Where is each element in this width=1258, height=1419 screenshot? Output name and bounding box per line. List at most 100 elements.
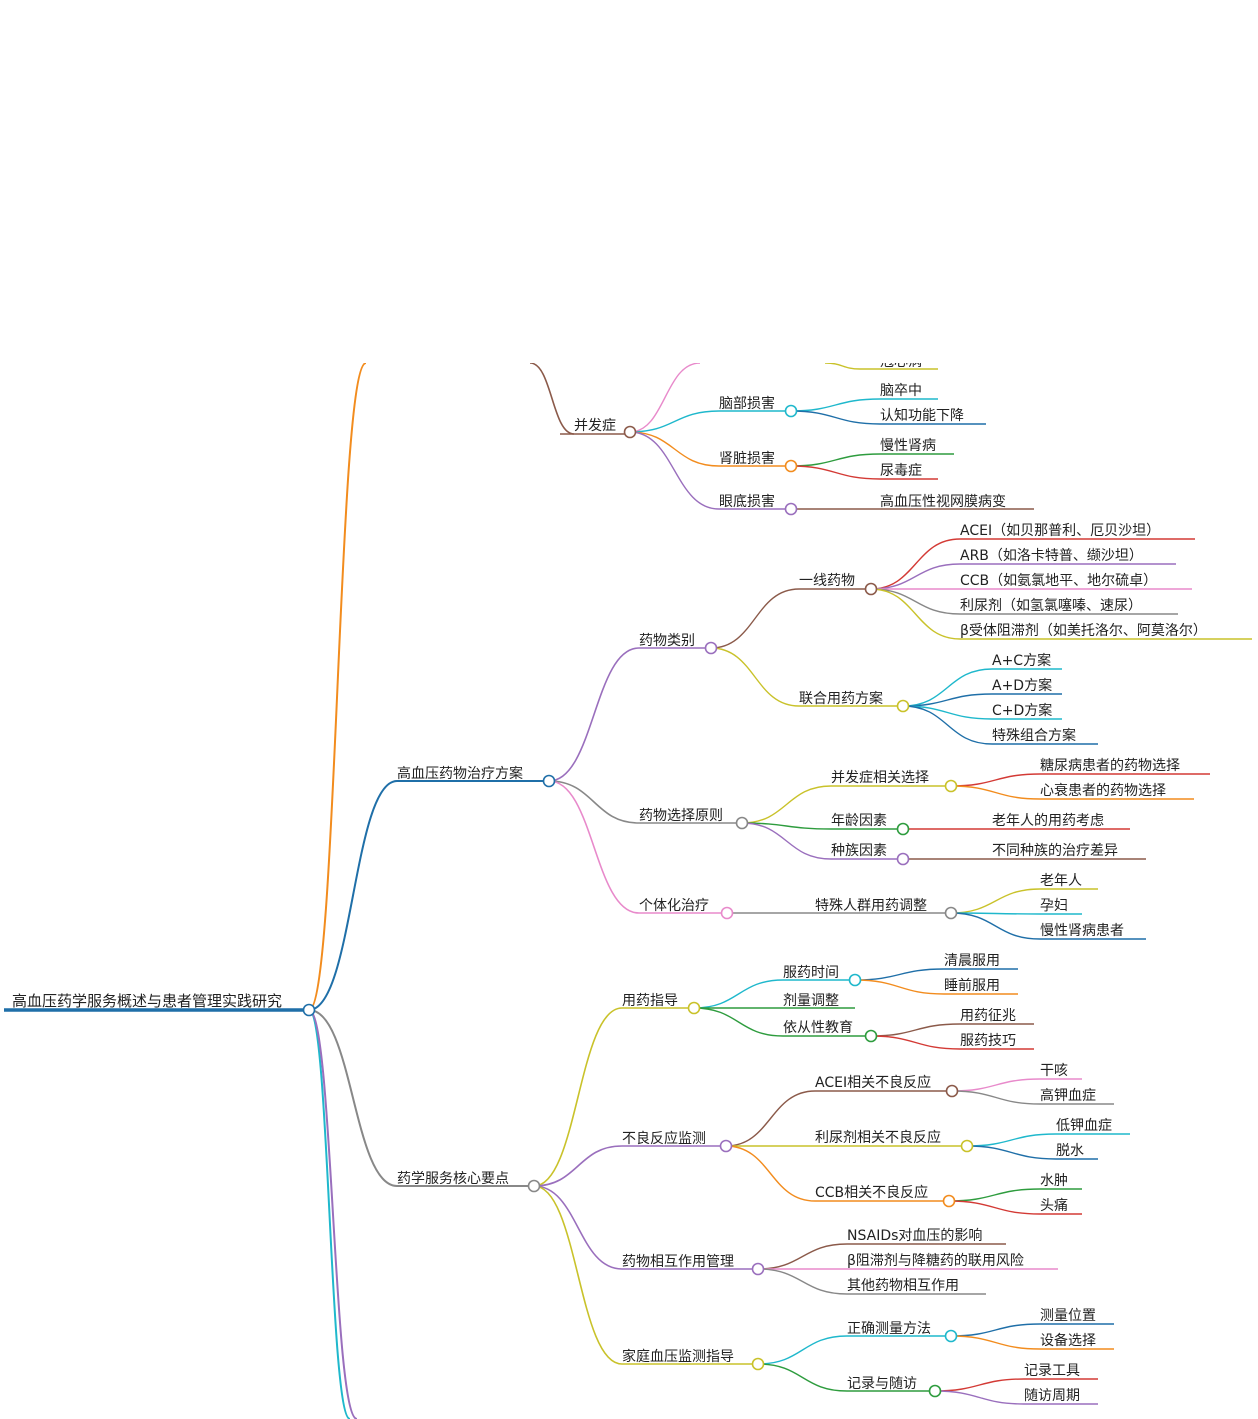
node-beta[interactable]: β受体阻滞剂（如美托洛尔、阿莫洛尔） (960, 623, 1207, 639)
node-diabetes-pt[interactable]: 糖尿病患者的药物选择 (1040, 758, 1180, 774)
morning-link (854, 968, 945, 981)
node-record[interactable]: 记录与随访 (847, 1376, 917, 1392)
node-drug-class[interactable]: 药物类别 (639, 633, 695, 649)
node-hypok[interactable]: 低钾血症 (1056, 1118, 1112, 1134)
root-node[interactable]: 高血压药学服务概述与患者管理实践研究 (12, 992, 282, 1010)
node-tools[interactable]: 记录工具 (1024, 1363, 1080, 1379)
node-hf-pt-label: 心衰患者的药物选择 (1040, 782, 1166, 799)
node-dose[interactable]: 剂量调整 (783, 993, 839, 1009)
race-dot[interactable] (896, 852, 910, 866)
node-acei[interactable]: ACEI（如贝那普利、厄贝沙坦） (960, 523, 1160, 539)
principle-dot[interactable] (735, 816, 749, 830)
node-kidney-damage[interactable]: 肾脏损害 (719, 451, 775, 467)
node-uremia[interactable]: 尿毒症 (880, 463, 922, 479)
node-hyperk[interactable]: 高钾血症 (1040, 1087, 1096, 1104)
node-timing[interactable]: 服药时间 (783, 965, 839, 981)
eye-dot[interactable] (784, 502, 798, 516)
kidney-dot[interactable] (784, 459, 798, 473)
special-group-dot[interactable] (944, 906, 958, 920)
node-arb[interactable]: ARB（如洛卡特普、缬沙坦） (960, 548, 1143, 564)
node-guide[interactable]: 用药指导 (622, 993, 678, 1009)
complication-dot[interactable] (623, 425, 637, 439)
node-race-diff[interactable]: 不同种族的治疗差异 (992, 843, 1118, 859)
node-elderly[interactable]: 老年人 (1040, 873, 1082, 889)
node-hf-pt[interactable]: 心衰患者的药物选择 (1040, 782, 1166, 799)
node-elderly-consider[interactable]: 老年人的用药考虑 (992, 813, 1104, 829)
node-position[interactable]: 测量位置 (1040, 1308, 1096, 1324)
node-other-inter[interactable]: 其他药物相互作用 (847, 1278, 959, 1294)
acei-ae-dot[interactable] (945, 1084, 959, 1098)
node-beta-diabetes[interactable]: β阻滞剂与降糖药的联用风险 (847, 1253, 1024, 1269)
node-principle[interactable]: 药物选择原则 (639, 808, 723, 824)
individual-dot[interactable] (720, 906, 734, 920)
measure-dot[interactable] (944, 1329, 958, 1343)
treatment-dot[interactable] (542, 774, 556, 788)
node-bedtime[interactable]: 睡前服用 (944, 977, 1000, 994)
node-cycle[interactable]: 随访周期 (1024, 1388, 1080, 1404)
node-ckd-pt[interactable]: 慢性肾病患者 (1040, 922, 1124, 939)
node-individual[interactable]: 个体化治疗 (639, 898, 709, 914)
brain-dot[interactable] (784, 404, 798, 418)
node-device[interactable]: 设备选择 (1040, 1332, 1096, 1349)
guide-dot[interactable] (687, 1001, 701, 1015)
node-diuretic[interactable]: 利尿剂（如氢氯噻嗪、速尿） (960, 597, 1142, 614)
node-diur-ae[interactable]: 利尿剂相关不良反应 (815, 1129, 941, 1146)
node-nsaids[interactable]: NSAIDs对血压的影响 (847, 1228, 982, 1244)
node-first-line[interactable]: 一线药物 (799, 573, 855, 589)
diuretic-link (870, 588, 961, 615)
node-home[interactable]: 家庭血压监测指导 (622, 1348, 734, 1365)
node-treatment[interactable]: 高血压药物治疗方案 (397, 765, 523, 782)
node-race[interactable]: 种族因素 (831, 843, 887, 859)
age-dot[interactable] (896, 822, 910, 836)
first-line-dot[interactable] (864, 582, 878, 596)
interaction-dot[interactable] (751, 1262, 765, 1276)
node-race-label: 种族因素 (831, 843, 887, 859)
node-morning[interactable]: 清晨服用 (944, 953, 1000, 969)
record-dot[interactable] (928, 1384, 942, 1398)
node-adverse[interactable]: 不良反应监测 (622, 1130, 706, 1147)
node-special-combo[interactable]: 特殊组合方案 (992, 727, 1076, 744)
adherence-dot[interactable] (864, 1029, 878, 1043)
node-skills[interactable]: 服药技巧 (960, 1033, 1016, 1049)
node-ccb-ae[interactable]: CCB相关不良反应 (815, 1184, 928, 1201)
node-edema[interactable]: 水肿 (1040, 1173, 1068, 1189)
node-ccb[interactable]: CCB（如氨氯地平、地尔硫卓） (960, 573, 1157, 589)
node-retinopathy[interactable]: 高血压性视网膜病变 (880, 493, 1006, 510)
timing-dot[interactable] (848, 973, 862, 987)
node-measure[interactable]: 正确测量方法 (847, 1321, 931, 1337)
diur-ae-dot[interactable] (960, 1139, 974, 1153)
adverse-dot[interactable] (719, 1139, 733, 1153)
node-coronary[interactable]: 冠心病 (880, 354, 922, 370)
node-stroke[interactable]: 脑卒中 (880, 383, 922, 399)
comp-select-dot[interactable] (944, 779, 958, 793)
combo-dot[interactable] (896, 699, 910, 713)
node-pregnant[interactable]: 孕妇 (1040, 897, 1068, 914)
service-dot[interactable] (527, 1179, 541, 1193)
node-adherence[interactable]: 依从性教育 (783, 1020, 853, 1036)
node-cd[interactable]: C+D方案 (992, 702, 1052, 719)
ccb-ae-dot[interactable] (942, 1194, 956, 1208)
device-link (950, 1335, 1041, 1350)
node-age[interactable]: 年龄因素 (831, 813, 887, 829)
node-elderly-consider-label: 老年人的用药考虑 (992, 813, 1104, 829)
node-dehydration[interactable]: 脱水 (1056, 1143, 1084, 1159)
node-brain-damage[interactable]: 脑部损害 (719, 396, 775, 412)
node-comp-select[interactable]: 并发症相关选择 (831, 770, 929, 786)
node-service[interactable]: 药学服务核心要点 (397, 1171, 509, 1187)
node-headache[interactable]: 头痛 (1040, 1197, 1068, 1214)
node-ad[interactable]: A+D方案 (992, 677, 1052, 694)
drug-class-dot[interactable] (704, 641, 718, 655)
node-interaction[interactable]: 药物相互作用管理 (622, 1254, 734, 1270)
node-complication[interactable]: 并发症 (574, 418, 616, 434)
node-ckd[interactable]: 慢性肾病 (880, 437, 936, 454)
node-eye-damage[interactable]: 眼底损害 (719, 494, 775, 510)
node-combo[interactable]: 联合用药方案 (799, 690, 883, 707)
node-special-group[interactable]: 特殊人群用药调整 (815, 898, 927, 914)
node-signs[interactable]: 用药征兆 (960, 1008, 1016, 1024)
node-cough[interactable]: 干咳 (1040, 1063, 1068, 1079)
root-dot[interactable] (302, 1003, 316, 1017)
home-dot[interactable] (751, 1357, 765, 1371)
node-ac[interactable]: A+C方案 (992, 652, 1051, 669)
node-acei-ae[interactable]: ACEI相关不良反应 (815, 1074, 931, 1091)
node-cognitive[interactable]: 认知功能下降 (880, 407, 964, 424)
